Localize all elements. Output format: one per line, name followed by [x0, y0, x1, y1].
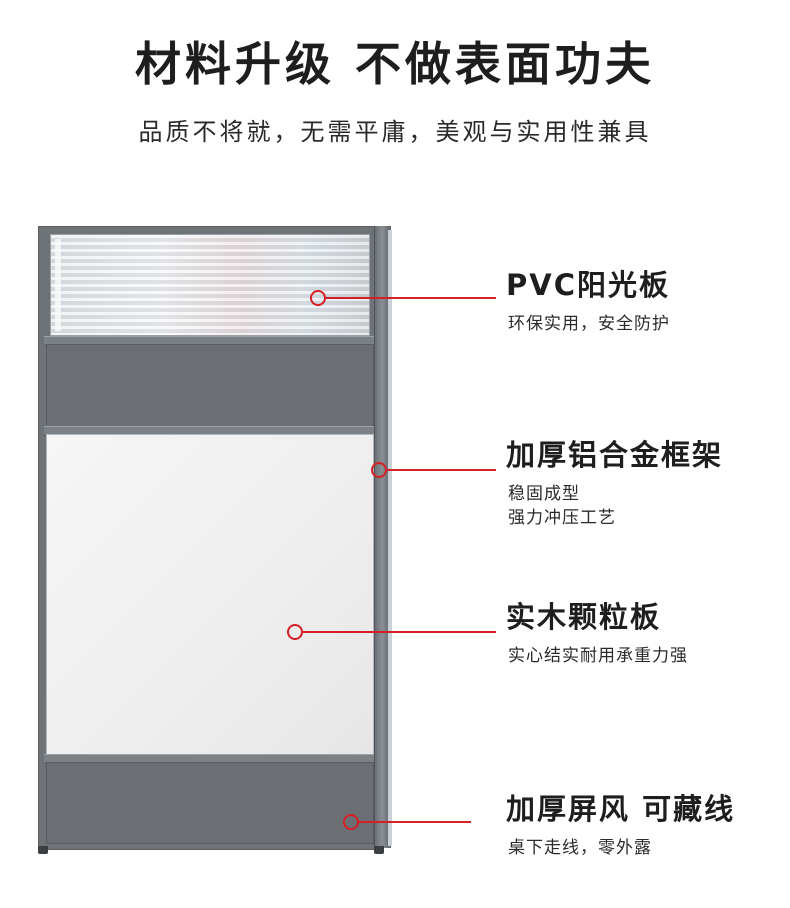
feature-label-pvc: PVC阳光板 — [506, 268, 670, 302]
callout-dot-screen — [343, 814, 359, 830]
callout-line-screen — [359, 821, 471, 823]
callout-line-pvc — [326, 297, 496, 299]
feature-desc-frame-1: 稳固成型 — [508, 484, 580, 504]
partition-illustration — [38, 226, 392, 858]
fabric-panel-top — [46, 344, 374, 428]
callout-line-frame — [387, 469, 496, 471]
post-edge — [388, 230, 392, 846]
page-title: 材料升级 不做表面功夫 — [134, 37, 655, 91]
feature-desc-board: 实心结实耐用承重力强 — [508, 646, 688, 666]
foot-right — [374, 846, 384, 854]
feature-desc-screen: 桌下走线，零外露 — [508, 838, 652, 858]
fabric-panel-bottom — [46, 762, 374, 844]
feature-label-board: 实木颗粒板 — [506, 600, 662, 634]
aluminum-post — [374, 226, 391, 848]
feature-desc-pvc: 环保实用，安全防护 — [508, 314, 670, 334]
pvc-panel — [50, 234, 370, 336]
feature-desc-frame-2: 强力冲压工艺 — [508, 508, 616, 528]
feature-label-frame: 加厚铝合金框架 — [506, 438, 724, 472]
callout-line-board — [303, 631, 496, 633]
wood-particle-board — [46, 434, 374, 756]
callout-dot-frame — [371, 462, 387, 478]
callout-dot-board — [287, 624, 303, 640]
callout-dot-pvc — [310, 290, 326, 306]
page-subtitle: 品质不将就，无需平庸，美观与实用性兼具 — [138, 118, 652, 146]
foot-left — [38, 846, 48, 854]
feature-label-screen: 加厚屏风 可藏线 — [506, 792, 736, 826]
